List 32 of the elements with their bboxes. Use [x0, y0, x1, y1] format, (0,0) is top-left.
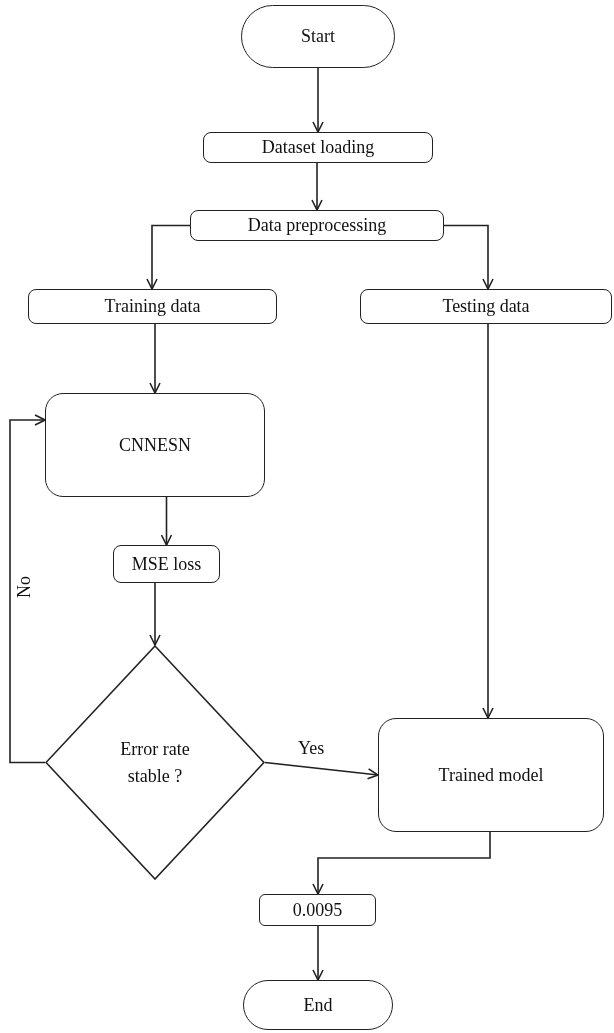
node-label: Testing data — [442, 295, 530, 318]
arrow — [312, 67, 324, 133]
process-box — [45, 393, 265, 497]
arrow — [443, 224, 494, 290]
node-label: Dataset loading — [261, 136, 375, 159]
arrow — [482, 323, 494, 719]
node-label: Start — [301, 25, 335, 48]
arrow — [149, 323, 161, 394]
process-box — [360, 289, 612, 324]
node-label: MSE loss — [131, 552, 202, 576]
arrow — [160, 496, 173, 546]
node-label: Trained model — [438, 763, 544, 787]
arrow — [312, 925, 324, 981]
process-box — [28, 289, 277, 324]
process-box — [378, 718, 604, 832]
arrow — [149, 582, 161, 646]
node-label: CNNESN — [119, 433, 191, 457]
process-box — [203, 132, 433, 163]
arrow — [311, 162, 323, 211]
arrow — [9, 414, 46, 764]
process-box — [259, 894, 376, 926]
process-box — [113, 545, 220, 583]
arrow — [146, 224, 191, 290]
node-label: Data preprocessing — [247, 214, 387, 237]
node-label: End — [303, 993, 333, 1017]
arrow — [312, 831, 491, 895]
decision-diamond — [45, 645, 265, 880]
node-label: Error rate stable ? — [119, 737, 191, 788]
arrow — [264, 761, 379, 780]
node-label: Training data — [104, 295, 201, 318]
process-box — [190, 210, 444, 241]
node-label: 0.0095 — [292, 898, 343, 922]
